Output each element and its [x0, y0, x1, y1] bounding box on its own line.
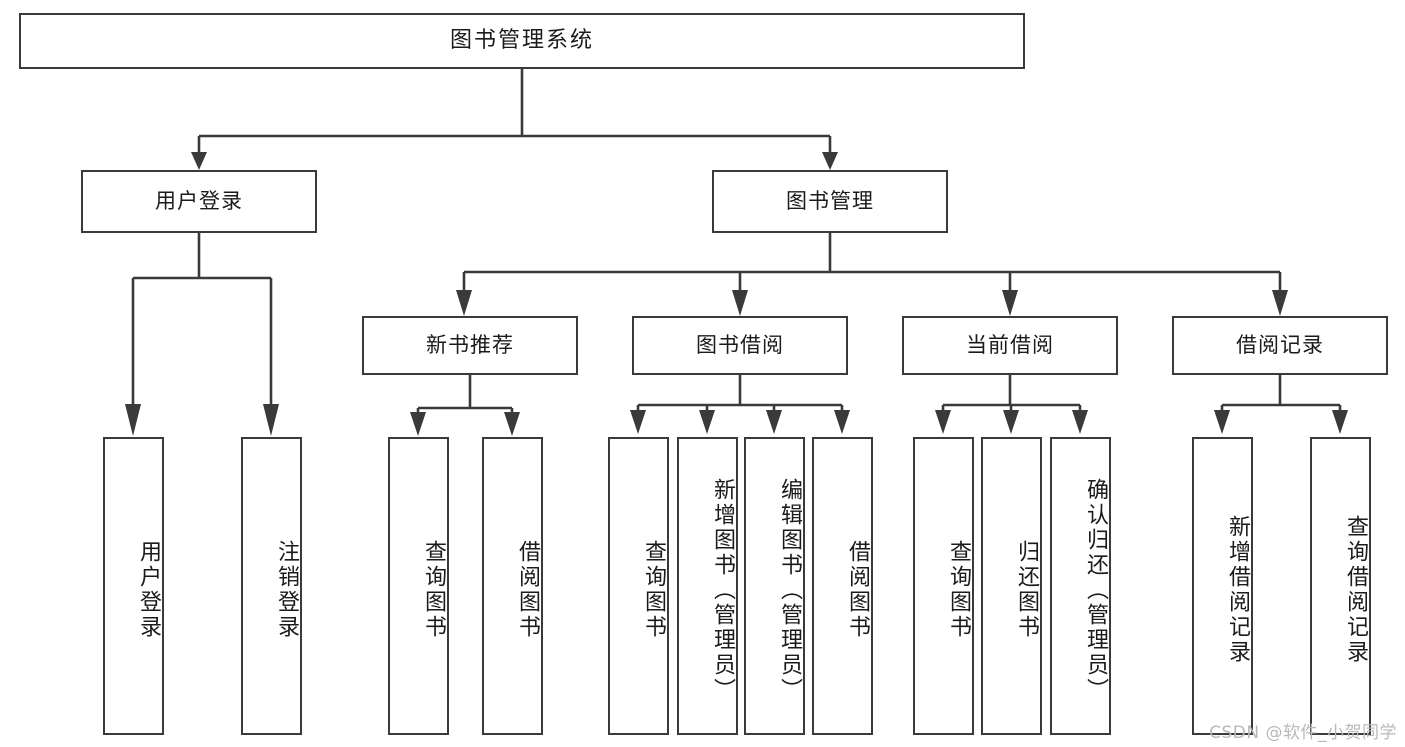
leaf-new-book-borrow-book[interactable]: 借阅图书	[482, 437, 543, 735]
arrowhead-user-login	[191, 152, 207, 170]
node-user-login[interactable]: 用户登录	[81, 170, 317, 233]
arrowhead-current-borrow-leaf-1	[935, 410, 951, 434]
node-new-book-recommend[interactable]: 新书推荐	[362, 316, 578, 375]
arrowhead-book-borrow-leaf-4	[834, 410, 850, 434]
arrowhead-current-borrow	[1002, 290, 1018, 316]
arrowhead-new-book-leaf-1	[410, 412, 426, 436]
arrowhead-current-borrow-leaf-3	[1072, 410, 1088, 434]
arrowhead-book-borrow-leaf-1	[630, 410, 646, 434]
leaf-user-login-logout[interactable]: 注销登录	[241, 437, 302, 735]
node-label: 借阅图书	[515, 540, 540, 640]
arrowhead-book-borrow	[732, 290, 748, 316]
arrowhead-leaf-user-login-2	[263, 404, 279, 436]
node-label: 新增借阅记录	[1225, 515, 1250, 665]
arrowhead-book-mgmt	[822, 152, 838, 170]
node-borrow-record[interactable]: 借阅记录	[1172, 316, 1388, 375]
node-book-management[interactable]: 图书管理	[712, 170, 948, 233]
node-label: 借阅图书	[845, 540, 870, 640]
arrowhead-book-borrow-leaf-2	[699, 410, 715, 434]
arrowhead-current-borrow-leaf-2	[1003, 410, 1019, 434]
leaf-current-borrow-query-book[interactable]: 查询图书	[913, 437, 974, 735]
leaf-book-borrow-borrow-book[interactable]: 借阅图书	[812, 437, 873, 735]
node-label: 编辑图书（管理员）	[777, 477, 802, 703]
csdn-watermark: CSDN @软件_小贺同学	[1209, 723, 1397, 743]
leaf-user-login-login[interactable]: 用户登录	[103, 437, 164, 735]
node-book-management-system[interactable]: 图书管理系统	[19, 13, 1025, 69]
arrowhead-borrow-record-leaf-2	[1332, 410, 1348, 434]
node-label: 归还图书	[1014, 540, 1039, 640]
node-label: 借阅记录	[1236, 333, 1324, 358]
node-label: 注销登录	[274, 540, 299, 640]
node-label: 图书借阅	[696, 333, 784, 358]
arrowhead-borrow-record	[1272, 290, 1288, 316]
node-label: 查询图书	[641, 540, 666, 640]
leaf-borrow-record-add-record[interactable]: 新增借阅记录	[1192, 437, 1253, 735]
node-label: 新增图书（管理员）	[710, 477, 735, 703]
leaf-book-borrow-add-book[interactable]: 新增图书（管理员）	[677, 437, 738, 735]
node-label: 查询借阅记录	[1343, 515, 1368, 665]
arrowhead-book-borrow-leaf-3	[766, 410, 782, 434]
node-label: 新书推荐	[426, 333, 514, 358]
arrowhead-new-book-leaf-2	[504, 412, 520, 436]
leaf-current-borrow-confirm-return[interactable]: 确认归还（管理员）	[1050, 437, 1111, 735]
node-label: 用户登录	[136, 540, 161, 640]
arrowhead-leaf-user-login-1	[125, 404, 141, 436]
leaf-new-book-query-book[interactable]: 查询图书	[388, 437, 449, 735]
node-book-borrow[interactable]: 图书借阅	[632, 316, 848, 375]
leaf-current-borrow-return-book[interactable]: 归还图书	[981, 437, 1042, 735]
arrowhead-new-book	[456, 290, 472, 316]
node-label: 查询图书	[946, 540, 971, 640]
node-label: 查询图书	[421, 540, 446, 640]
node-label: 图书管理	[786, 189, 874, 214]
leaf-borrow-record-query-record[interactable]: 查询借阅记录	[1310, 437, 1371, 735]
node-label: 图书管理系统	[449, 28, 594, 54]
node-current-borrow[interactable]: 当前借阅	[902, 316, 1118, 375]
leaf-book-borrow-query-book[interactable]: 查询图书	[608, 437, 669, 735]
node-label: 确认归还（管理员）	[1083, 477, 1108, 703]
node-label: 用户登录	[155, 189, 243, 214]
leaf-book-borrow-edit-book[interactable]: 编辑图书（管理员）	[744, 437, 805, 735]
arrowhead-borrow-record-leaf-1	[1214, 410, 1230, 434]
node-label: 当前借阅	[966, 333, 1054, 358]
